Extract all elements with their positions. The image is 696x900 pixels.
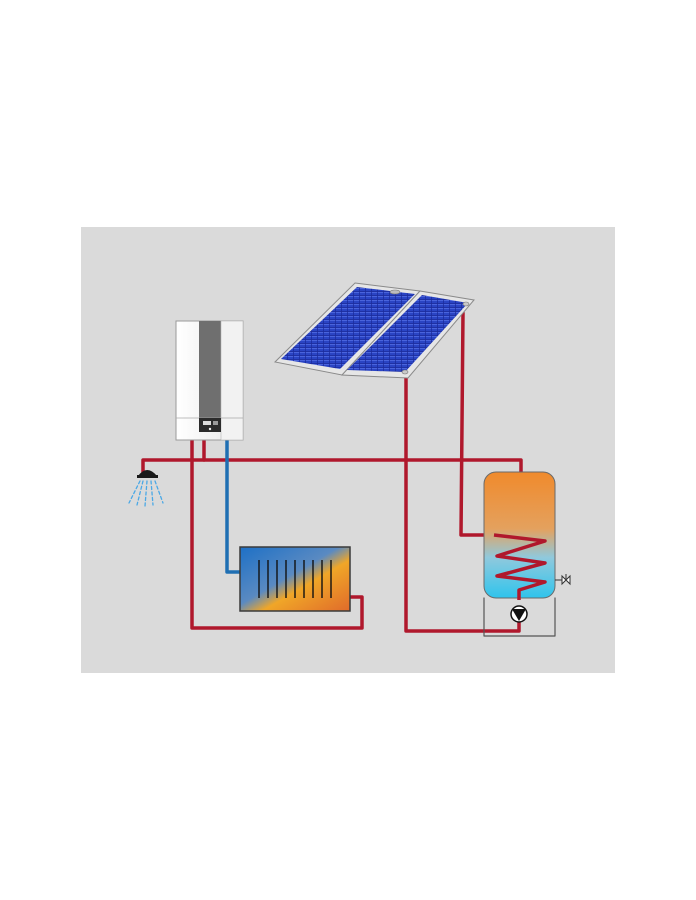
boiler-side-panel (220, 320, 244, 441)
radiator-fins (258, 560, 332, 598)
boiler-indicator-light (208, 427, 212, 431)
tank-base-frame (483, 597, 556, 637)
tank-heat-exchanger-coil (493, 533, 547, 600)
solar-cells-left (281, 287, 415, 369)
pipe-network (141, 311, 556, 637)
solar-collector-panels (273, 282, 475, 379)
solar-return-pipe (404, 370, 521, 633)
water-spray-icon (128, 480, 164, 507)
collector-connector-icon (389, 289, 401, 295)
hot-supply-pipe (141, 458, 523, 477)
solar-flow-pipe (459, 311, 496, 537)
boiler-front-stripe (199, 321, 221, 421)
solar-cells-right (347, 295, 468, 372)
radiator-return-pipe (190, 438, 364, 630)
pump-icon (510, 605, 528, 623)
radiator (239, 546, 351, 612)
wall-mounted-boiler (175, 320, 244, 441)
solar-storage-tank (483, 471, 571, 623)
cold-feed-pipe (225, 438, 242, 574)
shower-head (128, 470, 164, 507)
valve-icon (555, 574, 571, 586)
boiler-display-icon (203, 421, 211, 425)
